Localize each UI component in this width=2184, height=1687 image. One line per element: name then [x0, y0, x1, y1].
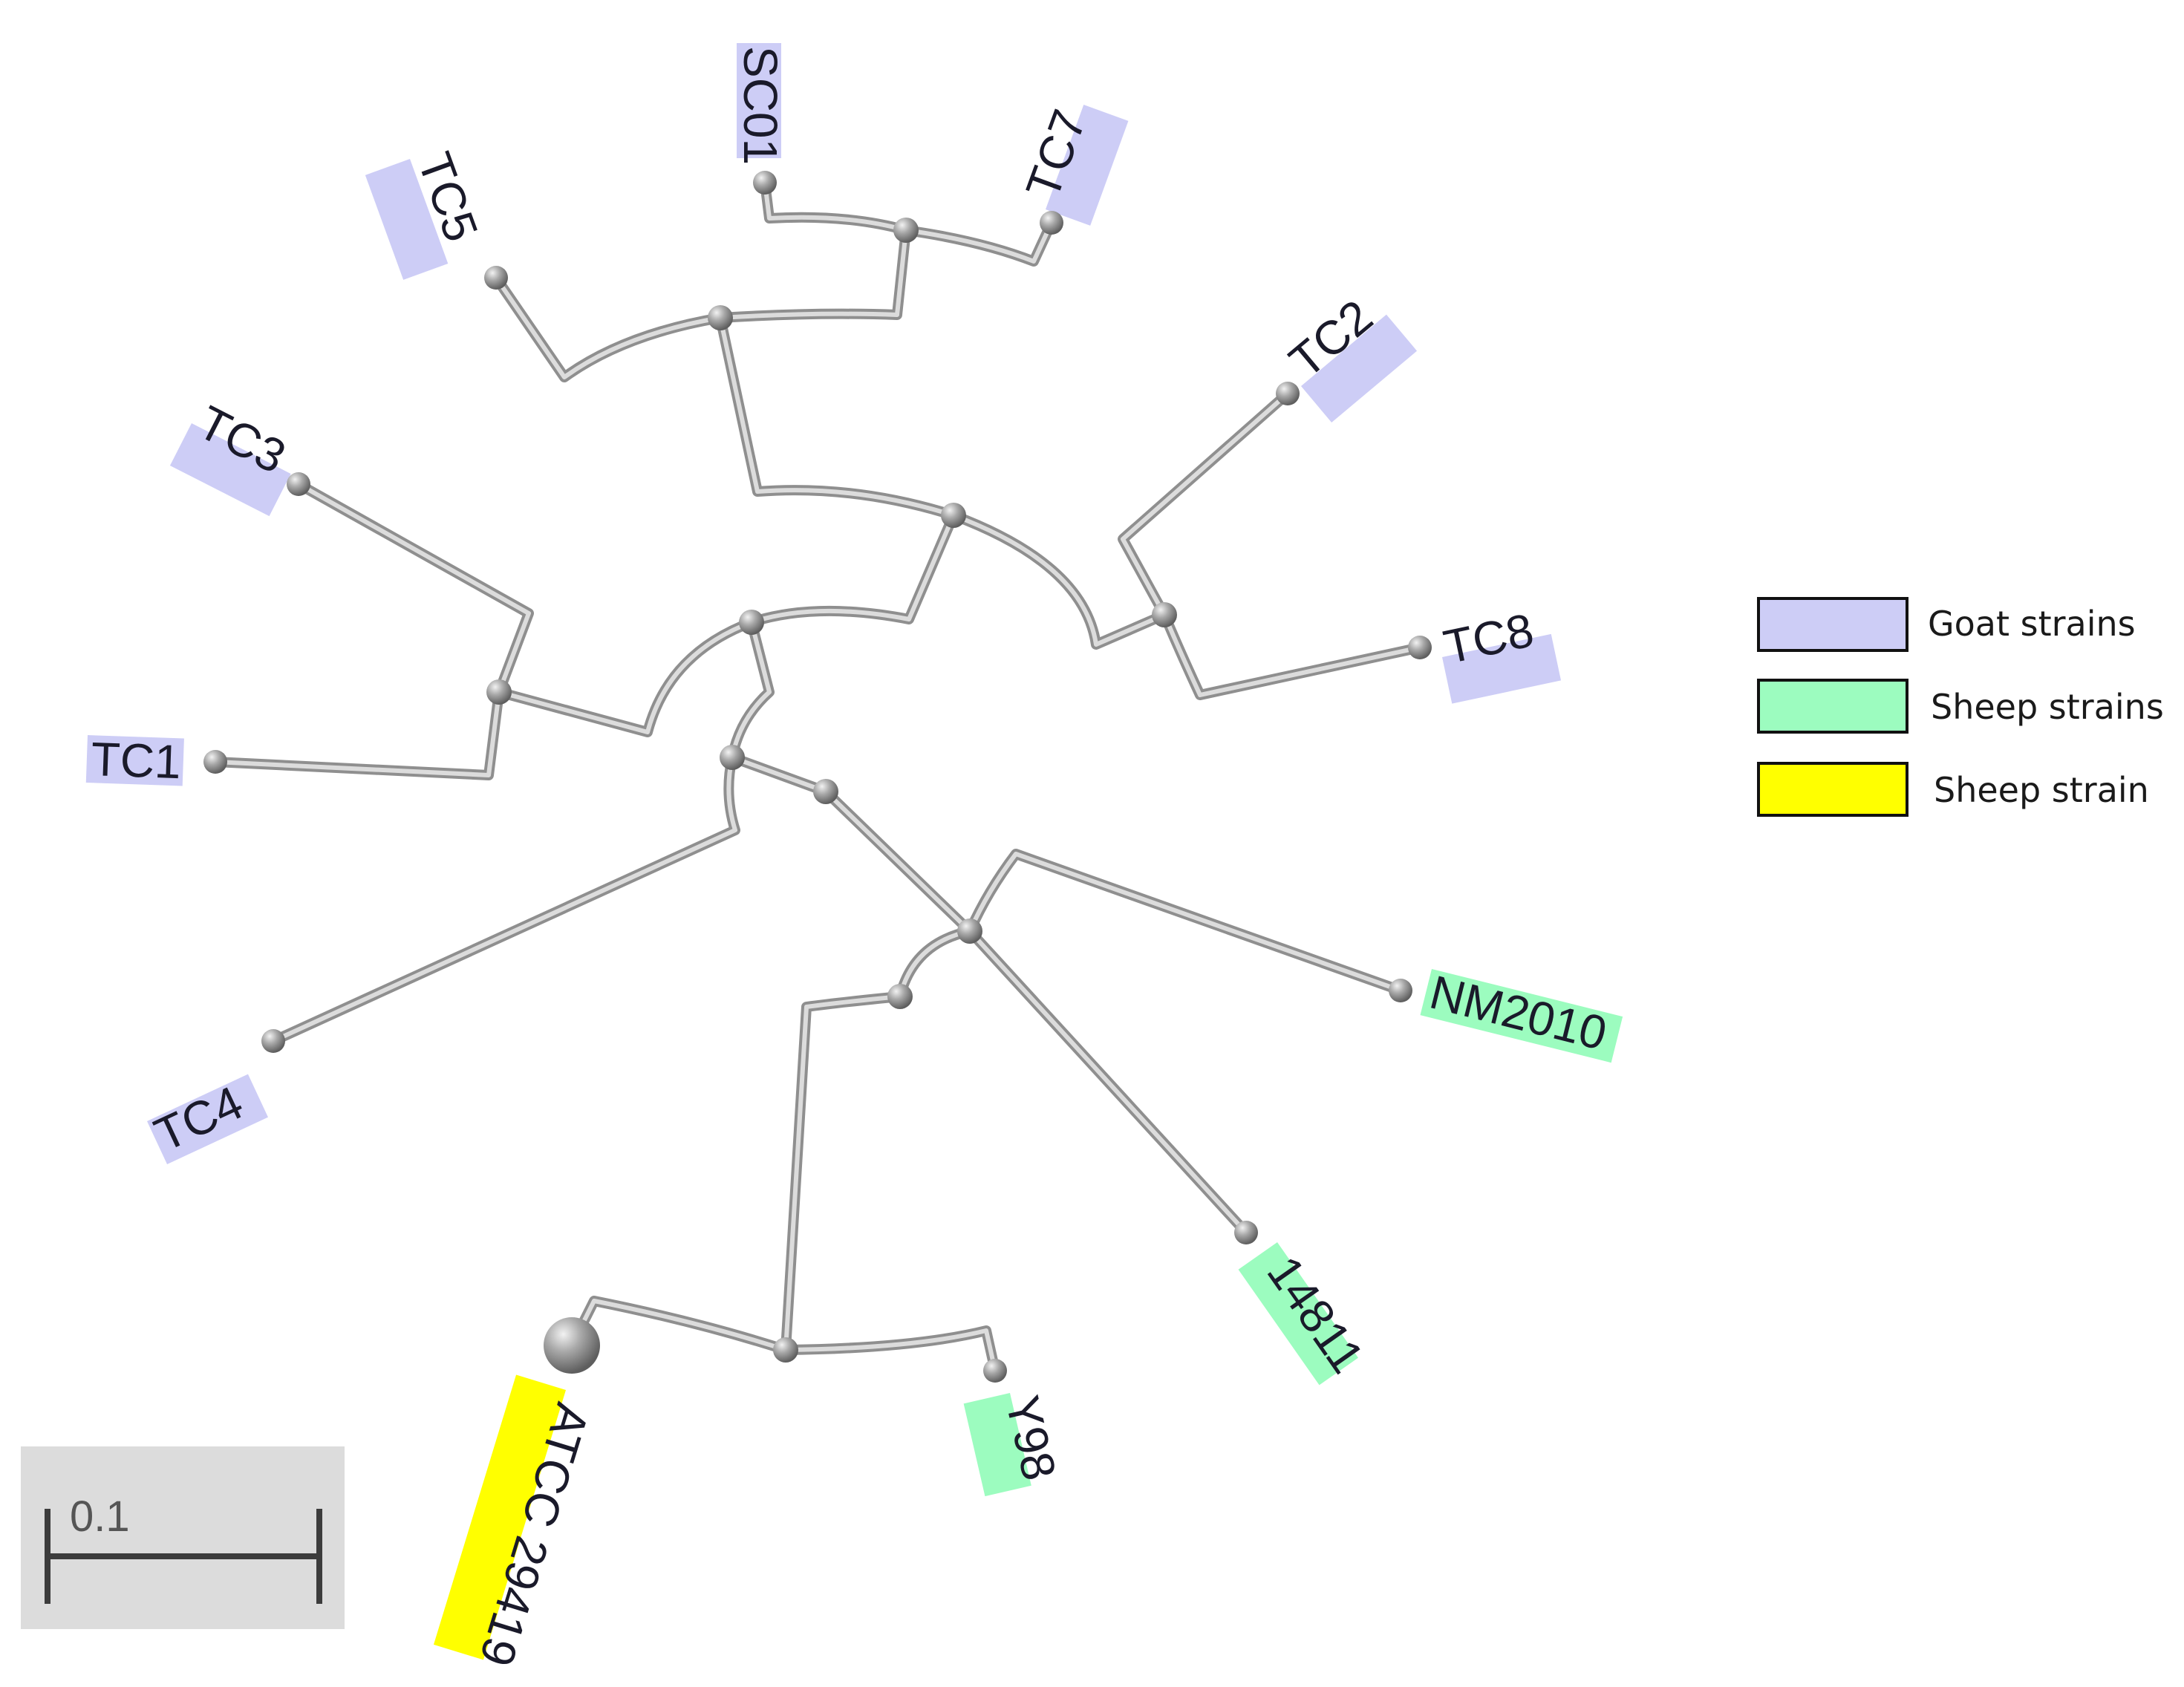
node-internal-6: [486, 679, 512, 705]
node-internal-4: [1152, 602, 1177, 627]
node-internal-5: [739, 610, 764, 635]
node-tip-atcc29419: [544, 1317, 600, 1374]
tip-bg-TC3: [169, 423, 291, 517]
branch-tc3: [293, 479, 534, 697]
node-tip-y98: [983, 1359, 1007, 1383]
scale-bar-box: [21, 1446, 345, 1629]
tip-bg-14811: [1238, 1242, 1358, 1386]
branch-goat-left-arc-highlight: [497, 620, 754, 734]
branch-y98-highlight: [783, 1328, 997, 1373]
branch-tc4: [268, 752, 740, 1046]
tip-bg-TC1: [85, 734, 184, 786]
branch-tc2-tc8-stem-highlight: [951, 513, 1167, 647]
legend-label-goat: Goat strains: [1928, 604, 2136, 644]
node-tip-tc7: [1040, 211, 1063, 235]
branch-tc5-highlight: [494, 275, 723, 379]
tree-branches: [210, 177, 1425, 1376]
branch-atcc-highlight: [570, 1299, 788, 1352]
legend: Goat strains Sheep strains Sheep strain: [1757, 597, 2164, 817]
tip-label-TC1: TC1: [91, 732, 182, 789]
branch-sc01-tc7-stem: [715, 225, 911, 323]
node-internal-1: [893, 218, 919, 243]
legend-label-sheep-strain: Sheep strain: [1934, 770, 2149, 810]
legend-label-sheep-strains: Sheep strains: [1931, 687, 2164, 727]
branch-upper-stem-highlight: [718, 316, 956, 518]
tip-bg-TC8: [1442, 633, 1562, 704]
tip-labels: SC01 TC7 TC5 TC2 TC3 TC8 TC1 TC4 NM2010 …: [91, 46, 1612, 1672]
tip-bg-NM2010: [1420, 969, 1623, 1063]
branch-atcc: [567, 1296, 791, 1355]
node-tip-sc01: [753, 171, 777, 195]
scale-bar-label: 0.1: [70, 1492, 130, 1541]
tree-nodes: [203, 171, 1432, 1383]
node-tip-nm2010: [1389, 979, 1412, 1002]
branch-1212-stem-highlight: [783, 994, 902, 1352]
branch-14811-highlight: [968, 929, 1248, 1235]
branch-sheep-to-1308-highlight: [824, 789, 972, 933]
node-internal-3: [941, 503, 966, 528]
node-tip-tc1: [203, 750, 227, 774]
tip-bg-TC7: [1046, 105, 1129, 226]
node-internal-10: [887, 984, 913, 1009]
branch-tc4-highlight: [271, 755, 737, 1043]
branch-sc01-tc7-stem-highlight: [718, 228, 908, 320]
branch-upper-inner-highlight: [749, 513, 956, 624]
tip-bg-TC4: [147, 1074, 268, 1165]
node-tip-tc4: [261, 1029, 285, 1053]
tip-bg-ATCC29419: [433, 1374, 566, 1660]
scale-bar: 0.1: [21, 1446, 345, 1629]
tip-bg-TC5: [365, 159, 449, 280]
node-internal-8: [813, 779, 838, 804]
node-tip-tc2: [1276, 382, 1300, 405]
node-internal-2: [708, 305, 733, 330]
branch-tc1-highlight: [213, 690, 501, 777]
node-internal-11: [773, 1337, 798, 1363]
node-internal-7: [720, 745, 745, 770]
legend-swatch-goat: [1757, 597, 1908, 652]
tip-label-NM2010: NM2010: [1425, 965, 1612, 1060]
branch-sc01-highlight: [763, 180, 908, 232]
node-tip-tc5: [484, 266, 508, 290]
node-tip-tc8: [1408, 636, 1432, 659]
node-internal-9: [957, 918, 982, 944]
branch-tc2-highlight: [1121, 391, 1290, 617]
branch-tc7-highlight: [904, 221, 1054, 264]
tip-bg-Y98: [963, 1393, 1031, 1497]
tip-bg-TC2: [1301, 314, 1418, 423]
legend-swatch-atcc: [1757, 762, 1908, 817]
legend-swatch-sheep: [1757, 679, 1908, 734]
tip-bg-SC01: [737, 43, 781, 158]
branch-1308-to-1212: [895, 926, 975, 1002]
node-tip-14811: [1234, 1221, 1258, 1244]
branch-tc8-highlight: [1162, 613, 1422, 697]
tip-label-backgrounds: [85, 43, 1623, 1660]
branch-nm2010: [965, 849, 1406, 996]
tip-label-SC01: SC01: [734, 46, 787, 165]
node-tip-tc3: [287, 472, 310, 496]
branch-sheep-stem-highlight: [730, 755, 828, 794]
branch-upper-inner: [746, 510, 959, 627]
branch-tc3-highlight: [296, 482, 531, 694]
